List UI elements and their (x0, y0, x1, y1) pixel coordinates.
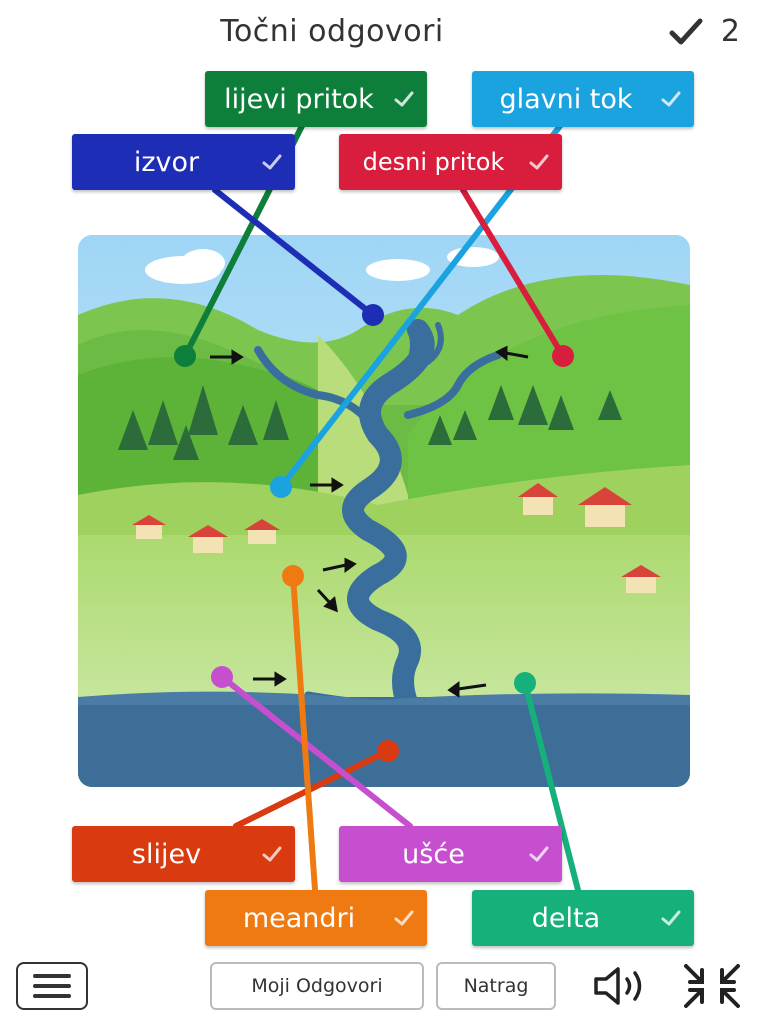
back-button[interactable]: Natrag (436, 962, 556, 1010)
menu-icon-bar (33, 984, 71, 988)
my-answers-button[interactable]: Moji Odgovori (210, 962, 424, 1010)
label-delta[interactable]: delta (472, 890, 694, 946)
check-icon (394, 910, 414, 926)
check-icon (262, 154, 282, 170)
score-count: 2 (720, 14, 740, 49)
check-icon (529, 154, 549, 170)
label-slijev[interactable]: slijev (72, 826, 295, 882)
bottom-toolbar: Moji Odgovori Natrag (0, 950, 768, 1024)
label-text: slijev (131, 838, 202, 870)
label-text: meandri (242, 902, 356, 934)
check-icon (529, 846, 549, 862)
page-title: Točni odgovori (220, 14, 444, 49)
label-desni-pritok[interactable]: desni pritok (339, 134, 562, 190)
label-glavni-tok[interactable]: glavni tok (472, 71, 694, 127)
check-icon (661, 91, 681, 107)
collapse-icon[interactable] (680, 962, 744, 1010)
label-meandri[interactable]: meandri (205, 890, 427, 946)
label-text: desni pritok (362, 148, 505, 176)
river-illustration (78, 235, 690, 787)
label-text: glavni tok (499, 83, 633, 115)
check-icon (661, 910, 681, 926)
check-icon (394, 91, 414, 107)
label-text: lijevi pritok (224, 83, 374, 115)
label-lijevi-pritok[interactable]: lijevi pritok (205, 71, 427, 127)
score-display: 2 (669, 14, 740, 49)
check-icon (262, 846, 282, 862)
menu-icon (33, 974, 71, 978)
menu-button[interactable] (16, 962, 88, 1010)
speaker-icon[interactable] (590, 962, 654, 1010)
label-izvor[interactable]: izvor (72, 134, 295, 190)
check-icon (669, 18, 703, 44)
label-usce[interactable]: ušće (339, 826, 562, 882)
label-text: delta (531, 902, 601, 934)
label-text: izvor (133, 146, 200, 178)
label-text: ušće (402, 838, 465, 870)
menu-icon-bar (33, 994, 71, 998)
